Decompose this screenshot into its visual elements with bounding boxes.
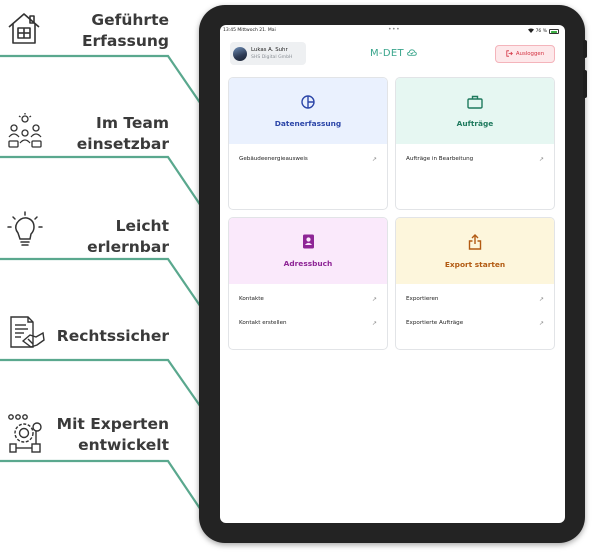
card-link-exportierte-auftraege[interactable]: Exportierte Aufträge ↗: [406, 318, 544, 328]
card-title: Adressbuch: [283, 259, 333, 268]
feature-label: Im Team einsetzbar: [76, 114, 169, 153]
app-title: M-DET: [370, 48, 417, 59]
volume-down-button: [583, 70, 587, 98]
multitask-dots[interactable]: •••: [388, 26, 401, 33]
card-export-starten[interactable]: Export starten Exportieren ↗ Exportierte…: [395, 217, 555, 350]
app-screen: 13:45 Mittwoch 21. Mai ••• 76 % Lukas A.…: [220, 25, 565, 523]
arrow-up-right-icon: ↗: [371, 319, 377, 327]
wifi-icon: [527, 28, 534, 35]
team-icon: [6, 112, 44, 155]
house-icon: [6, 10, 42, 51]
card-link-label: Aufträge in Bearbeitung: [406, 156, 474, 162]
card-link-label: Kontakte: [239, 296, 264, 302]
feature-label: Leicht erlernbar: [87, 217, 169, 256]
avatar: [233, 46, 247, 61]
arrow-up-right-icon: ↗: [538, 319, 544, 327]
logout-icon: [506, 49, 513, 59]
card-link-kontakte[interactable]: Kontakte ↗: [239, 294, 377, 304]
logout-button[interactable]: Ausloggen: [495, 45, 555, 63]
logout-label: Ausloggen: [515, 51, 545, 57]
status-bar: 13:45 Mittwoch 21. Mai ••• 76 %: [220, 25, 565, 37]
card-link-exportieren[interactable]: Exportieren ↗: [406, 294, 544, 304]
volume-up-button: [583, 40, 587, 58]
status-indicators: 76 %: [527, 28, 559, 35]
feature-easy-learn: Leicht erlernbar: [0, 211, 175, 256]
arrow-up-right-icon: ↗: [538, 295, 544, 303]
card-title: Aufträge: [456, 118, 494, 128]
arrow-up-right-icon: ↗: [371, 155, 377, 163]
user-company: SHS Digital GmbH: [251, 54, 293, 60]
user-profile-chip[interactable]: Lukas A. Suhr SHS Digital GmbH: [230, 42, 306, 65]
feature-legally-secure: Rechtssicher: [0, 313, 175, 357]
feature-expert-developed: Mit Experten entwickelt: [0, 413, 175, 457]
card-link-label: Exportieren: [406, 296, 439, 302]
battery-percent: 76 %: [535, 29, 547, 34]
card-link-gebaeudeenergieausweis[interactable]: Gebäudeenergieausweis ↗: [239, 154, 377, 164]
card-title: Export starten: [444, 259, 506, 269]
feature-label: Rechtssicher: [56, 327, 169, 345]
user-info: Lukas A. Suhr SHS Digital GmbH: [251, 47, 293, 61]
briefcase-icon: [467, 95, 483, 114]
card-datenerfassung[interactable]: Datenerfassung Gebäudeenergieausweis ↗: [228, 77, 388, 210]
card-auftraege[interactable]: Aufträge Aufträge in Bearbeitung ↗: [395, 77, 555, 210]
card-header[interactable]: Datenerfassung: [229, 78, 387, 144]
card-adressbuch[interactable]: Adressbuch Kontakte ↗ Kontakt erstellen …: [228, 217, 388, 350]
card-link-label: Exportierte Aufträge: [406, 320, 464, 326]
pie-chart-icon: [301, 94, 315, 114]
contact-book-icon: [302, 234, 315, 254]
card-link-label: Kontakt erstellen: [239, 320, 287, 326]
card-link-auftraege-in-bearbeitung[interactable]: Aufträge in Bearbeitung ↗: [406, 154, 544, 164]
lightbulb-icon: [6, 211, 44, 256]
card-header[interactable]: Aufträge: [396, 78, 554, 144]
status-time-date: 13:45 Mittwoch 21. Mai: [223, 28, 276, 33]
share-upload-icon: [468, 233, 482, 255]
arrow-up-right-icon: ↗: [538, 155, 544, 163]
battery-icon: [549, 29, 559, 34]
card-link-kontakt-erstellen[interactable]: Kontakt erstellen ↗: [239, 318, 377, 328]
feature-label: Geführte Erfassung: [81, 11, 169, 50]
feature-team: Im Team einsetzbar: [0, 110, 175, 154]
cloud-sync-icon: [407, 48, 417, 59]
card-header[interactable]: Export starten: [396, 218, 554, 284]
card-header[interactable]: Adressbuch: [229, 218, 387, 284]
feature-label: Mit Experten entwickelt: [56, 415, 169, 454]
user-name: Lukas A. Suhr: [251, 46, 288, 53]
feature-guided-capture: Geführte Erfassung: [0, 8, 175, 52]
card-title: Datenerfassung: [274, 118, 342, 128]
expert-gear-icon: [6, 413, 46, 460]
app-title-text: M-DET: [370, 48, 404, 59]
card-link-label: Gebäudeenergieausweis: [239, 156, 308, 162]
contract-handshake-icon: [6, 313, 46, 358]
arrow-up-right-icon: ↗: [371, 295, 377, 303]
